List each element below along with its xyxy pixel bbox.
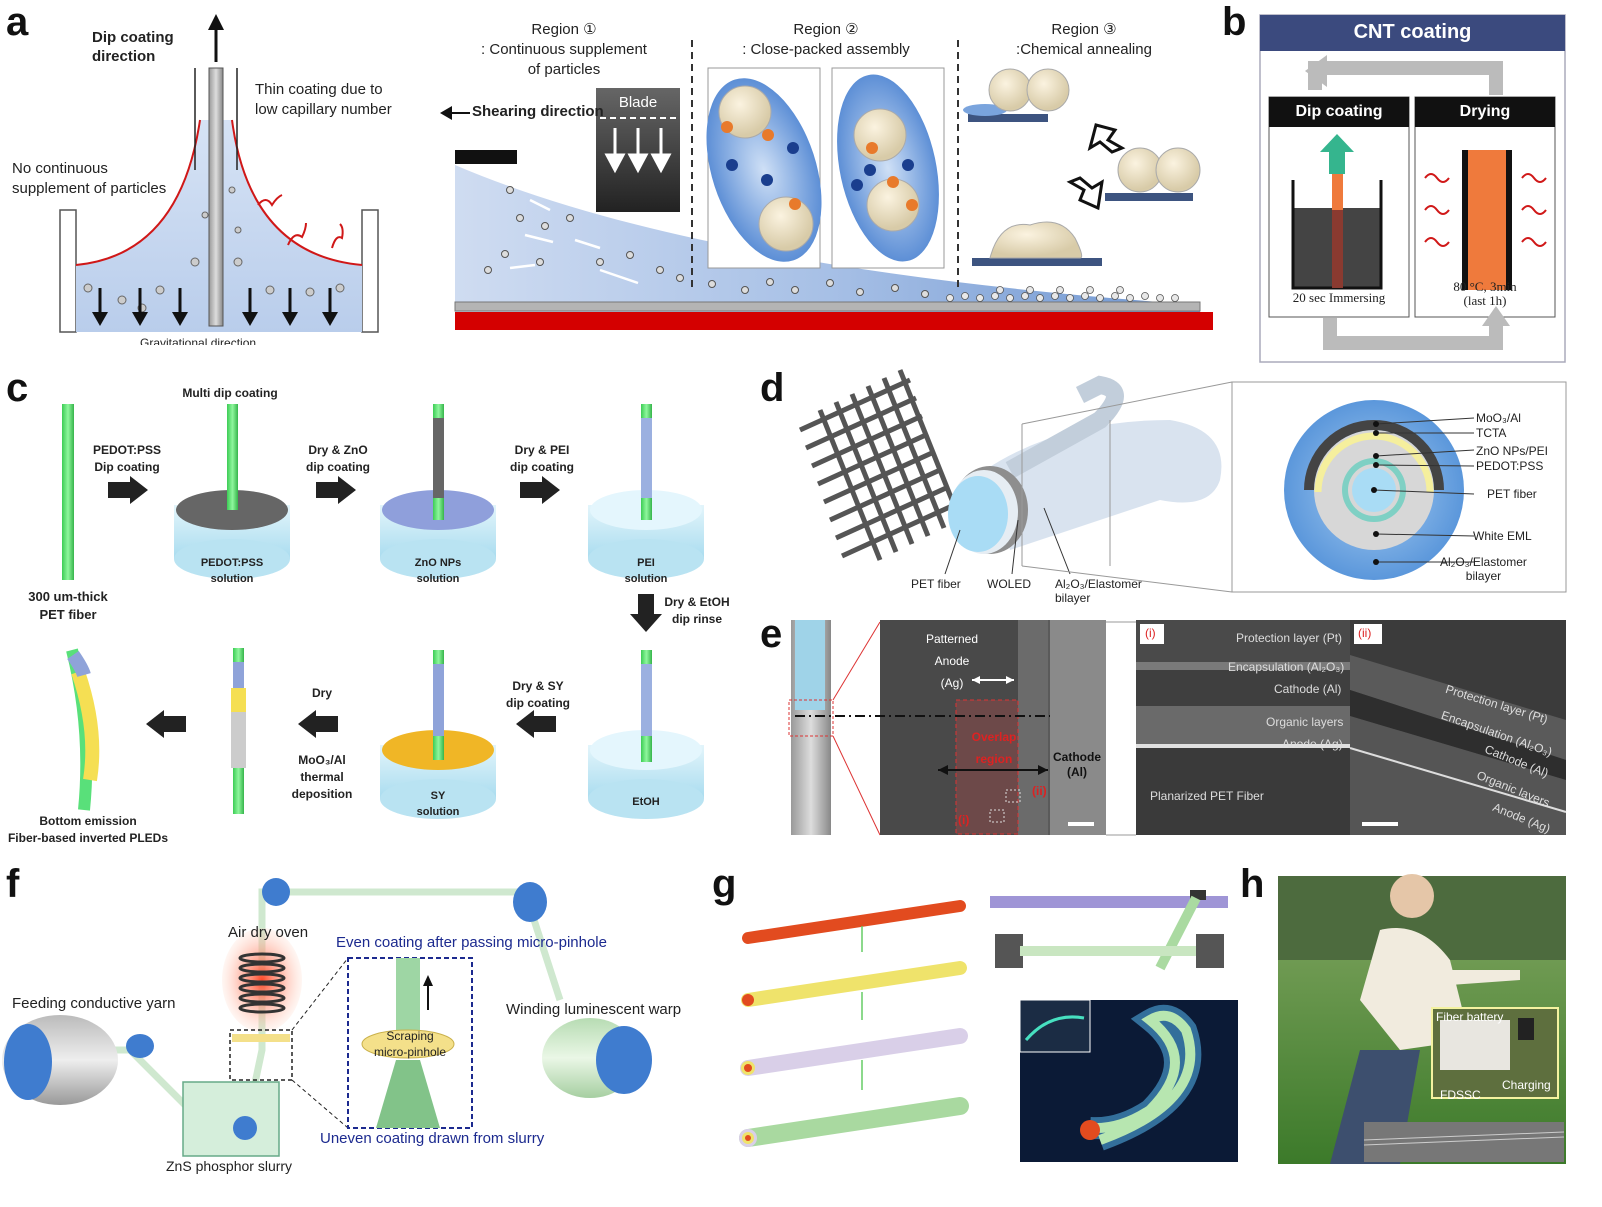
d-layer-pet: PET fiber bbox=[1487, 487, 1537, 501]
e-anode-label: Patterned Anode (Ag) bbox=[925, 632, 979, 690]
f-pinhole-label: Scraping micro-pinhole bbox=[373, 1029, 447, 1059]
e-i-pet: Planarized PET Fiber bbox=[1150, 789, 1264, 803]
a-region3-label: Region ③ :Chemical annealing bbox=[1016, 21, 1152, 58]
e-sem-i-mark: (i) bbox=[1145, 626, 1156, 640]
c-step4-label: Dry & EtOH dip rinse bbox=[664, 595, 730, 626]
panel-label-a: a bbox=[6, 0, 29, 44]
panel-a-shear-diagram bbox=[454, 40, 1213, 330]
d-woled-label: WOLED bbox=[987, 577, 1032, 591]
c-step6-dry: Dry bbox=[311, 686, 332, 700]
d-layer-pedot: PEDOT:PSS bbox=[1476, 459, 1544, 473]
panel-label-b: b bbox=[1222, 0, 1247, 44]
f-uneven-label: Uneven coating drawn from slurry bbox=[320, 1130, 545, 1147]
a-blade-label: Blade bbox=[618, 94, 658, 111]
panel-label-g: g bbox=[712, 862, 737, 906]
b-immersing-label: 20 sec Immersing bbox=[1292, 290, 1386, 305]
c-step2-label: Dry & ZnO dip coating bbox=[306, 443, 370, 474]
d-layer-white-eml: White EML bbox=[1473, 529, 1532, 543]
panel-b-cnt-cycle bbox=[1259, 14, 1566, 363]
e-i-organic: Organic layers bbox=[1266, 715, 1344, 729]
panel-g-fiber-diagram bbox=[739, 890, 1238, 1162]
e-cathode-label: Cathode (Al) bbox=[1053, 750, 1101, 779]
panel-e-sem bbox=[788, 620, 1567, 836]
a-shearing-arrowhead bbox=[440, 106, 452, 120]
a-region1-label: Region ① : Continuous supplement of part… bbox=[481, 21, 647, 78]
c-step6-deposition: MoO₃/Al thermal deposition bbox=[291, 753, 353, 801]
a-thin-coating-label: Thin coating due to low capillary number bbox=[255, 81, 392, 118]
f-oven-label: Air dry oven bbox=[228, 924, 309, 941]
c-step1-label: PEDOT:PSS Dip coating bbox=[92, 443, 161, 474]
dish-pei bbox=[588, 404, 704, 579]
c-multi-dip-label: Multi dip coating bbox=[182, 386, 278, 400]
a-no-supplement-label: No continuous supplement of particles bbox=[12, 160, 167, 197]
c-fiber-label: 300 um-thick PET fiber bbox=[28, 589, 108, 622]
panel-label-c: c bbox=[6, 366, 29, 410]
c-etoh-solution: EtOH bbox=[632, 796, 660, 808]
c-step3-label: Dry & PEI dip coating bbox=[510, 443, 574, 474]
e-i-cathode: Cathode (Al) bbox=[1274, 682, 1342, 696]
panel-label-e: e bbox=[760, 612, 783, 656]
e-i-protection: Protection layer (Pt) bbox=[1236, 631, 1343, 645]
f-feeding-label: Feeding conductive yarn bbox=[12, 995, 176, 1012]
panel-d-fiber-oled bbox=[798, 369, 1567, 593]
dish-zno bbox=[380, 404, 496, 579]
e-overlap-label: Overlap region bbox=[971, 730, 1017, 766]
f-even-coating-label: Even coating after passing micro-pinhole bbox=[336, 934, 607, 951]
panel-label-f: f bbox=[6, 862, 20, 906]
a-dip-direction-label: Dip coating direction bbox=[92, 29, 174, 65]
d-layer-tcta: TCTA bbox=[1476, 426, 1507, 440]
c-pedot-solution: PEDOT:PSS solution bbox=[200, 557, 264, 585]
d-bilayer-label: Al₂O₃/Elastomer bilayer bbox=[1055, 577, 1142, 605]
b-title: CNT coating bbox=[1353, 21, 1472, 43]
a-gravity-label: Gravitational direction bbox=[140, 336, 257, 345]
dish-sy bbox=[380, 650, 496, 819]
a-shearing-arrow bbox=[444, 112, 470, 114]
c-zno-solution: ZnO NPs solution bbox=[414, 557, 462, 585]
e-mark-i: (i) bbox=[958, 813, 970, 827]
e-sem-ii-mark: (ii) bbox=[1358, 626, 1372, 640]
panel-a-dip-diagram bbox=[59, 14, 379, 333]
h-fdssc-label: FDSSC bbox=[1440, 1088, 1481, 1102]
panel-h-photo bbox=[1278, 874, 1566, 1164]
d-pet-fiber-label: PET fiber bbox=[911, 577, 961, 591]
panel-label-h: h bbox=[1240, 862, 1265, 906]
h-fiber-battery-label: Fiber battery bbox=[1436, 1010, 1504, 1024]
c-sy-solution: SY solution bbox=[416, 790, 460, 818]
panel-f-roll-coating bbox=[2, 878, 652, 1157]
b-drying-condition: 80 °C, 3min (last 1h) bbox=[1453, 279, 1517, 308]
c-pei-solution: PEI solution bbox=[624, 557, 668, 585]
c-step5-label: Dry & SY dip coating bbox=[506, 679, 570, 710]
f-winding-label: Winding luminescent warp bbox=[506, 1001, 682, 1018]
a-region2-label: Region ② : Close-packed assembly bbox=[742, 21, 910, 58]
d-layer-zno-pei: ZnO NPs/PEI bbox=[1476, 444, 1549, 458]
b-dip-coating-header: Dip coating bbox=[1295, 103, 1383, 120]
dish-pedot bbox=[174, 404, 290, 579]
d-layer-moo3: MoO₃/Al bbox=[1476, 411, 1521, 425]
e-i-encapsulation: Encapsulation (Al₂O₃) bbox=[1228, 660, 1345, 674]
e-i-anode: Anode (Ag) bbox=[1282, 737, 1343, 751]
h-charging-label: Charging bbox=[1502, 1078, 1551, 1092]
c-final-label: Bottom emission Fiber-based inverted PLE… bbox=[7, 814, 169, 845]
panel-label-d: d bbox=[760, 366, 785, 410]
panel-c-process bbox=[62, 404, 704, 819]
d-layer-bilayer: Al₂O₃/Elastomer bilayer bbox=[1440, 555, 1527, 583]
dish-etoh bbox=[588, 650, 704, 819]
e-mark-ii: (ii) bbox=[1032, 784, 1047, 798]
f-slurry-label: ZnS phosphor slurry bbox=[166, 1158, 293, 1174]
a-shearing-label: Shearing direction bbox=[472, 103, 604, 120]
b-drying-header: Drying bbox=[1459, 103, 1511, 120]
